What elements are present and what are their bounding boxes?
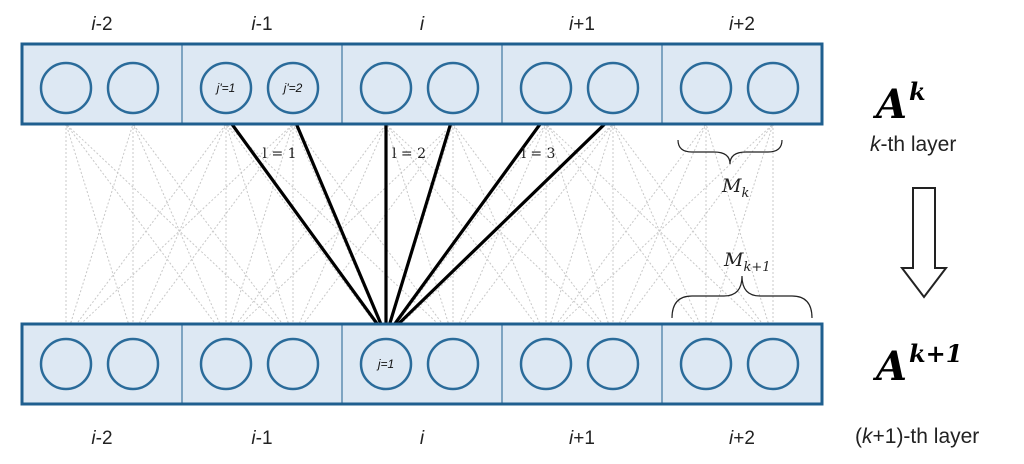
bottom-node-label: j=1 xyxy=(376,357,394,371)
top-group-label: i-2 xyxy=(91,14,112,35)
down-arrow-icon xyxy=(899,187,949,299)
top-node xyxy=(746,61,800,115)
bottom-node xyxy=(39,337,93,391)
top-layer-symbol: Ak xyxy=(872,77,926,128)
top-group-label: i+1 xyxy=(569,14,595,35)
top-group-label: i-1 xyxy=(251,14,272,35)
connection-label: l = 3 xyxy=(521,146,555,162)
faint-connection xyxy=(292,123,454,339)
top-node xyxy=(359,61,413,115)
connection-label: l = 2 xyxy=(392,146,426,162)
faint-connection xyxy=(545,123,707,339)
bottom-layer-box: j=1 xyxy=(20,322,824,406)
faint-connection xyxy=(612,123,774,339)
bottom-brace-icon xyxy=(671,275,813,319)
bottom-group-label: i-2 xyxy=(91,428,112,449)
top-node xyxy=(199,61,253,115)
top-group-labels: i-2 i-1 i i+1 i+2 xyxy=(91,14,755,35)
faint-connection xyxy=(65,123,134,339)
bottom-group-label: i xyxy=(420,428,425,449)
top-brace-icon xyxy=(677,139,783,165)
top-node-label: j'=1 xyxy=(215,81,236,95)
bottom-node xyxy=(586,337,640,391)
bottom-node xyxy=(519,337,573,391)
faint-connection xyxy=(292,123,387,339)
top-group-label: i+2 xyxy=(729,14,755,35)
strong-connection xyxy=(291,115,388,337)
top-group-label: i xyxy=(420,14,425,35)
top-node-label: j'=2 xyxy=(282,81,303,95)
strong-connection xyxy=(224,115,388,337)
top-brace-label: Mk xyxy=(721,175,749,201)
bottom-layer-caption: (k+1)-th layer xyxy=(855,425,979,448)
faint-connection xyxy=(65,123,227,339)
bottom-group-labels: i-2 i-1 i i+1 i+2 xyxy=(91,428,755,449)
bottom-group-label: i-1 xyxy=(251,428,272,449)
top-layer-caption: k-th layer xyxy=(870,133,956,156)
top-node xyxy=(106,61,160,115)
faint-connection xyxy=(385,123,547,339)
top-layer-box: j'=1 j'=2 xyxy=(20,42,824,126)
top-node xyxy=(519,61,573,115)
top-node xyxy=(679,61,733,115)
strong-connection xyxy=(384,114,615,338)
top-node xyxy=(39,61,93,115)
faint-connection xyxy=(612,123,707,339)
strong-connection xyxy=(384,115,548,337)
bottom-brace-label: Mk+1 xyxy=(723,249,771,275)
bottom-layer-symbol: Ak+1 xyxy=(872,339,962,390)
bottom-group-label: i+1 xyxy=(569,428,595,449)
bottom-node xyxy=(266,337,320,391)
faint-connection xyxy=(132,123,227,339)
faint-connection xyxy=(225,123,387,339)
bottom-node xyxy=(679,337,733,391)
connection-labels: l = 1 l = 2 l = 3 xyxy=(263,146,556,162)
strong-connections xyxy=(224,114,615,338)
bottom-node xyxy=(106,337,160,391)
bottom-group-label: i+2 xyxy=(729,428,755,449)
bottom-node xyxy=(199,337,253,391)
strong-connection xyxy=(384,115,455,337)
faint-connection xyxy=(132,123,294,339)
top-node xyxy=(426,61,480,115)
faint-connection xyxy=(452,123,547,339)
bottom-node xyxy=(746,337,800,391)
top-node xyxy=(586,61,640,115)
faint-connection xyxy=(705,123,774,339)
faint-connection xyxy=(225,123,294,339)
top-node xyxy=(266,61,320,115)
connection-label: l = 1 xyxy=(263,146,297,162)
faint-connection xyxy=(545,123,614,339)
bottom-node xyxy=(426,337,480,391)
faint-connection xyxy=(452,123,614,339)
bottom-node xyxy=(359,337,413,391)
